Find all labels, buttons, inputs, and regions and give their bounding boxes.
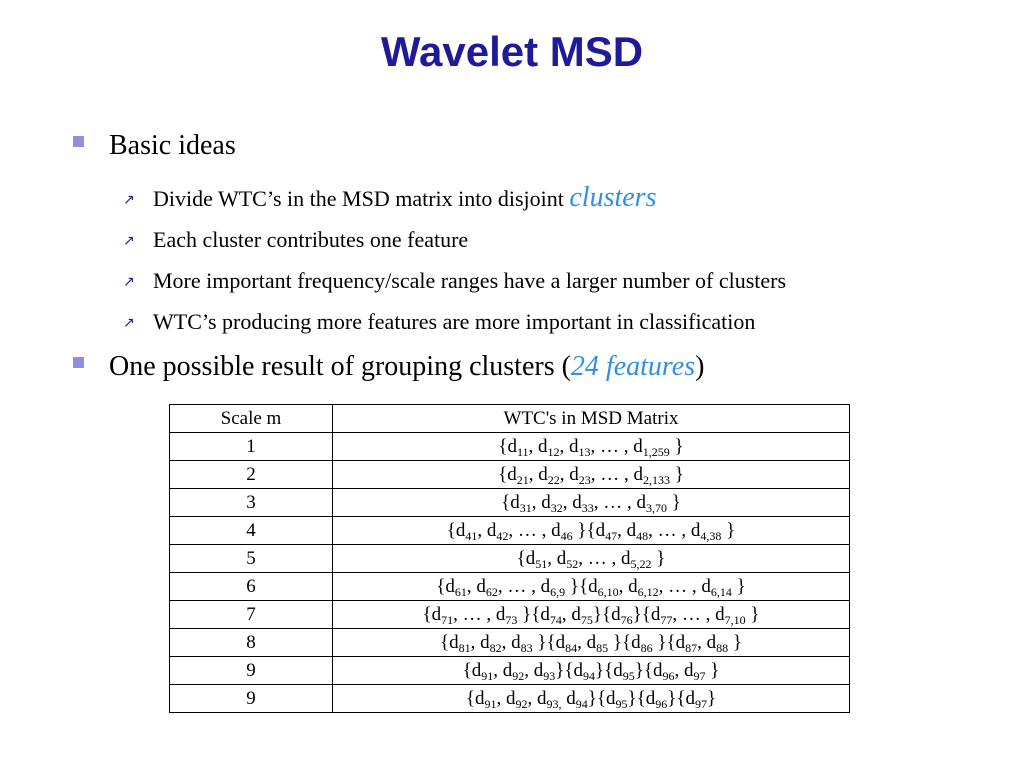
arrow-up-right-icon: ↗ (123, 315, 135, 331)
table-row: 9{d91, d92, d93}{d94}{d95}{d96, d97 } (169, 656, 850, 685)
arrow-up-right-icon: ↗ (123, 274, 135, 290)
subbullet-each-cluster: ↗ Each cluster contributes one feature (123, 227, 468, 253)
subbullet-wtc-features: ↗ WTC’s producing more features are more… (123, 309, 755, 335)
table-row: 3{d31, d32, d33, … , d3,70 } (169, 488, 850, 517)
cell-wtc: {d21, d22, d23, … , d2,133 } (332, 460, 850, 489)
table-row: 6{d61, d62, … , d6,9 }{d6,10, d6,12, … ,… (169, 572, 850, 601)
bullet-text: Basic ideas (109, 130, 236, 161)
header-wtc-matrix: WTC's in MSD Matrix (332, 404, 850, 433)
cell-wtc: {d41, d42, … , d46 }{d47, d48, … , d4,38… (332, 516, 850, 545)
table-row: 4{d41, d42, … , d46 }{d47, d48, … , d4,3… (169, 516, 850, 545)
emphasis-24-features: 24 features (570, 351, 696, 382)
cell-scale: 4 (169, 516, 333, 545)
bullet-text: One possible result of grouping clusters… (109, 351, 704, 383)
bullet-basic-ideas: Basic ideas (73, 130, 236, 162)
table-row: 7{d71, … , d73 }{d74, d75}{d76}{d77, … ,… (169, 600, 850, 629)
subbullet-frequency-scale: ↗ More important frequency/scale ranges … (123, 268, 786, 294)
cell-scale: 3 (169, 488, 333, 517)
emphasis-clusters: clusters (569, 182, 657, 213)
subbullet-text-main: Divide WTC’s in the MSD matrix into disj… (153, 186, 570, 211)
slide-title: Wavelet MSD (380, 28, 644, 75)
cell-wtc: {d81, d82, d83 }{d84, d85 }{d86 }{d87, d… (332, 628, 850, 657)
table-row: 2{d21, d22, d23, … , d2,133 } (169, 460, 850, 489)
square-bullet-icon (73, 357, 84, 368)
cell-wtc: {d61, d62, … , d6,9 }{d6,10, d6,12, … , … (332, 572, 850, 601)
cell-wtc: {d31, d32, d33, … , d3,70 } (332, 488, 850, 517)
table-body: 1{d11, d12, d13, … , d1,259 }2{d21, d22,… (169, 432, 850, 713)
cell-scale: 9 (169, 684, 333, 713)
bullet-grouping-result: One possible result of grouping clusters… (73, 351, 704, 383)
subbullet-text: More important frequency/scale ranges ha… (153, 268, 787, 293)
table-row: 8{d81, d82, d83 }{d84, d85 }{d86 }{d87, … (169, 628, 850, 657)
cell-scale: 6 (169, 572, 333, 601)
subbullet-text: Divide WTC’s in the MSD matrix into disj… (153, 182, 656, 214)
cell-scale: 5 (169, 544, 333, 573)
cell-wtc: {d51, d52, … , d5,22 } (332, 544, 850, 573)
table-header-row: Scale m WTC's in MSD Matrix (169, 404, 850, 433)
cell-scale: 8 (169, 628, 333, 657)
cell-wtc: {d11, d12, d13, … , d1,259 } (332, 432, 850, 461)
table-row: 9{d91, d92, d93, d94}{d95}{d96}{d97} (169, 684, 850, 713)
cell-scale: 9 (169, 656, 333, 685)
msd-table: Scale m WTC's in MSD Matrix 1{d11, d12, … (169, 404, 850, 713)
cell-wtc: {d91, d92, d93}{d94}{d95}{d96, d97 } (332, 656, 850, 685)
table-row: 1{d11, d12, d13, … , d1,259 } (169, 432, 850, 461)
bullet-text-close: ) (695, 351, 705, 382)
bullet-text-main: One possible result of grouping clusters… (109, 351, 571, 382)
subbullet-text: WTC’s producing more features are more i… (153, 309, 756, 334)
subbullet-text: Each cluster contributes one feature (153, 227, 469, 252)
arrow-up-right-icon: ↗ (123, 233, 135, 249)
cell-wtc: {d71, … , d73 }{d74, d75}{d76}{d77, … , … (332, 600, 850, 629)
header-scale-m: Scale m (169, 404, 333, 433)
cell-scale: 2 (169, 460, 333, 489)
subbullet-divide: ↗ Divide WTC’s in the MSD matrix into di… (123, 182, 656, 214)
cell-scale: 1 (169, 432, 333, 461)
square-bullet-icon (73, 136, 84, 147)
table-row: 5{d51, d52, … , d5,22 } (169, 544, 850, 573)
cell-scale: 7 (169, 600, 333, 629)
arrow-up-right-icon: ↗ (123, 192, 135, 208)
cell-wtc: {d91, d92, d93, d94}{d95}{d96}{d97} (332, 684, 850, 713)
